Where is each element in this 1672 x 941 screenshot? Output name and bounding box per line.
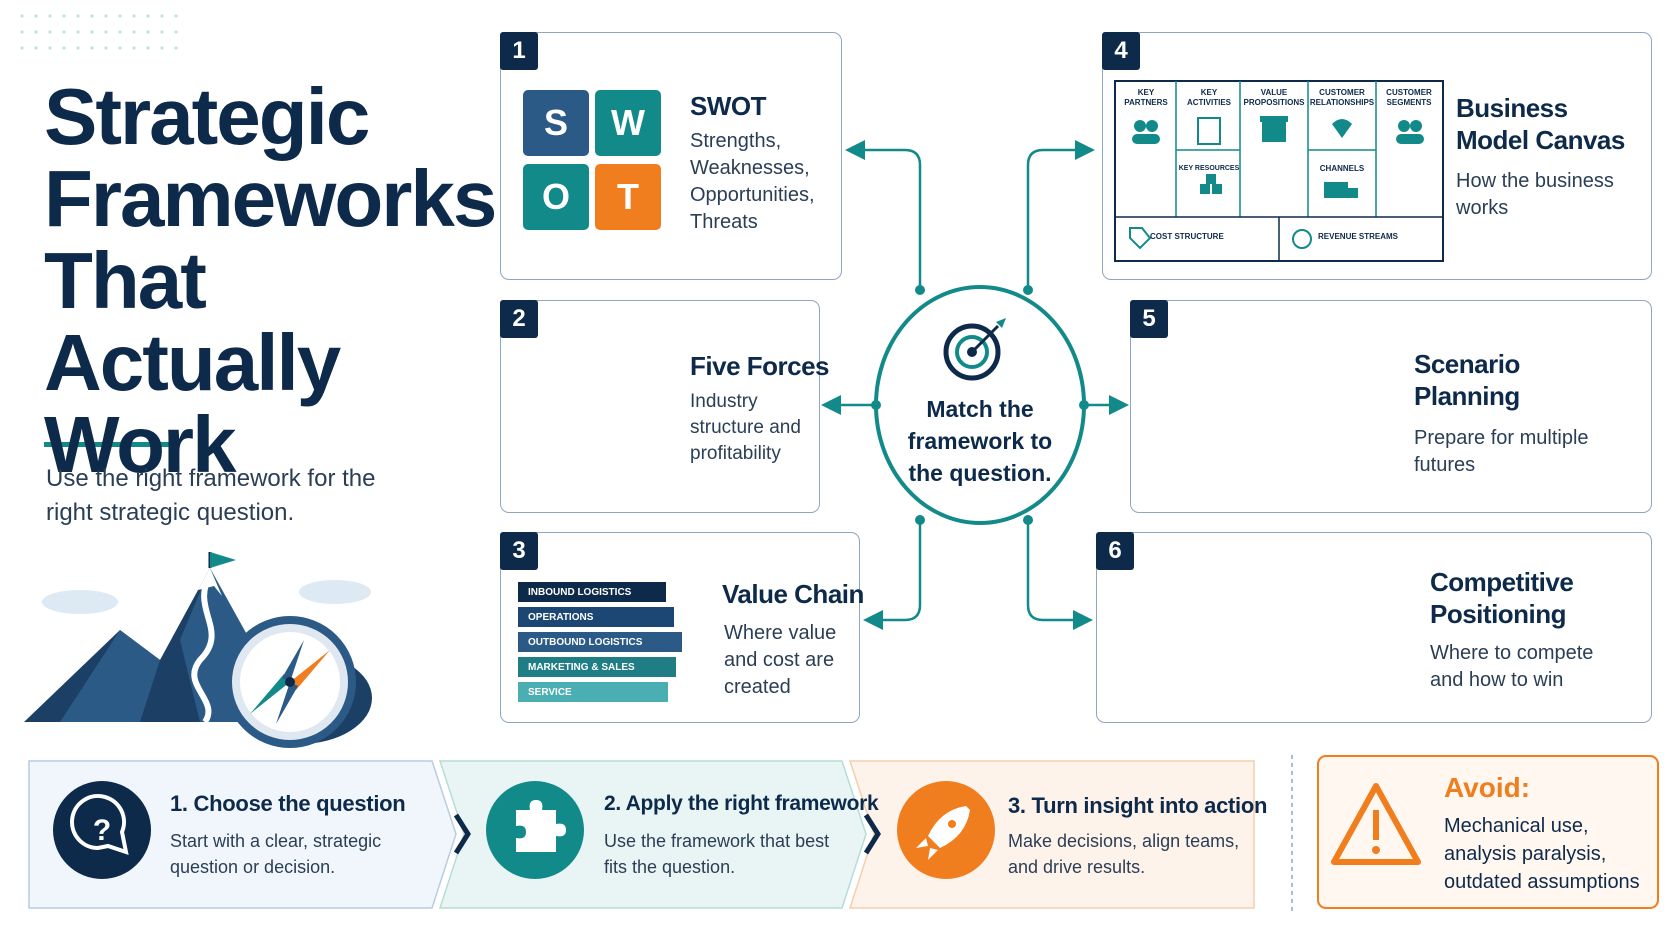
mountain-compass-illustration <box>24 552 372 748</box>
scenario-planning-description: Prepare for multiple futures <box>1414 427 1589 476</box>
bmc-key-activities: KEY ACTIVITIES <box>1186 88 1231 107</box>
swot-tile-w: W <box>595 90 661 156</box>
competitive-positioning-card <box>1096 532 1652 723</box>
bmc-cost-structure: COST STRUCTURE <box>1150 232 1224 241</box>
swot-tile-s: S <box>523 90 589 156</box>
page-title: Strategic Frameworks That Actually Work <box>44 72 497 489</box>
svg-text:?: ? <box>93 814 111 847</box>
card-number-badge: 2 <box>500 300 538 338</box>
swot-card <box>500 32 842 280</box>
rocket-icon <box>897 781 995 879</box>
step-1-title: 1. Choose the question <box>170 791 406 816</box>
value-chain-activity: OPERATIONS <box>518 607 674 627</box>
card-number-badge: 4 <box>1102 32 1140 70</box>
value-chain-activity: SERVICE <box>518 682 668 702</box>
card-number-badge: 6 <box>1096 532 1134 570</box>
five-forces-card <box>500 300 820 513</box>
puzzle-piece-icon <box>486 781 584 879</box>
step-3-description: Make decisions, align teams, and drive r… <box>1008 831 1240 877</box>
bmc-description: How the business works <box>1456 170 1614 219</box>
title-underline <box>44 442 170 447</box>
center-hub-label: Match the framework to the question. <box>907 396 1053 486</box>
swot-description: Strengths, Weaknesses, Opportunities, Th… <box>690 130 815 233</box>
swot-title: SWOT <box>690 91 767 121</box>
avoid-title: Avoid: <box>1444 772 1531 803</box>
bmc-channels: CHANNELS <box>1319 164 1365 173</box>
warning-triangle-icon <box>1331 783 1421 865</box>
scenario-planning-card <box>1130 300 1652 513</box>
bmc-grid <box>1114 80 1444 262</box>
avoid-description: Mechanical use, analysis paralysis, outd… <box>1444 815 1640 893</box>
dot-grid-decoration <box>20 14 178 50</box>
connectors <box>821 140 1129 630</box>
bmc-key-partners: KEY PARTNERS <box>1124 88 1168 107</box>
five-forces-description: Industry structure and profitability <box>690 391 801 464</box>
swot-tile-o: O <box>523 164 589 230</box>
value-chain-description: Where value and cost are created <box>724 622 837 698</box>
step-2-description: Use the framework that best fits the que… <box>604 831 830 877</box>
value-chain-title: Value Chain <box>722 579 864 609</box>
card-number-badge: 1 <box>500 32 538 70</box>
bmc-title: Business Model Canvas <box>1456 93 1625 155</box>
bmc-customer-relationships: CUSTOMER RELATIONSHIPS <box>1309 88 1375 107</box>
bmc-key-resources: KEY RESOURCES <box>1178 165 1240 172</box>
step-1-description: Start with a clear, strategic question o… <box>170 831 382 877</box>
bmc-grid-lines <box>1114 80 1444 262</box>
step-3-title: 3. Turn insight into action <box>1008 793 1268 818</box>
bmc-customer-segments: CUSTOMER SEGMENTS <box>1386 88 1432 107</box>
value-chain-activity: OUTBOUND LOGISTICS <box>518 632 682 652</box>
bmc-revenue-streams: REVENUE STREAMS <box>1318 232 1399 241</box>
competitive-positioning-description: Where to compete and how to win <box>1430 642 1594 691</box>
step-2-title: 2. Apply the right framework <box>604 792 879 815</box>
page-subtitle: Use the right framework for the right st… <box>46 465 376 526</box>
question-circle-icon: ? <box>53 781 151 879</box>
scenario-planning-title: Scenario Planning <box>1414 349 1520 411</box>
value-chain-activity: MARKETING & SALES <box>518 657 676 677</box>
card-number-badge: 3 <box>500 532 538 570</box>
competitive-positioning-title: Competitive Positioning <box>1430 567 1574 629</box>
card-number-badge: 5 <box>1130 300 1168 338</box>
bmc-value-propositions: VALUE PROPOSITIONS <box>1243 88 1305 107</box>
value-chain-activity: INBOUND LOGISTICS <box>518 582 666 602</box>
connector-dots <box>871 285 1089 525</box>
five-forces-title: Five Forces <box>690 351 830 381</box>
swot-tile-t: T <box>595 164 661 230</box>
